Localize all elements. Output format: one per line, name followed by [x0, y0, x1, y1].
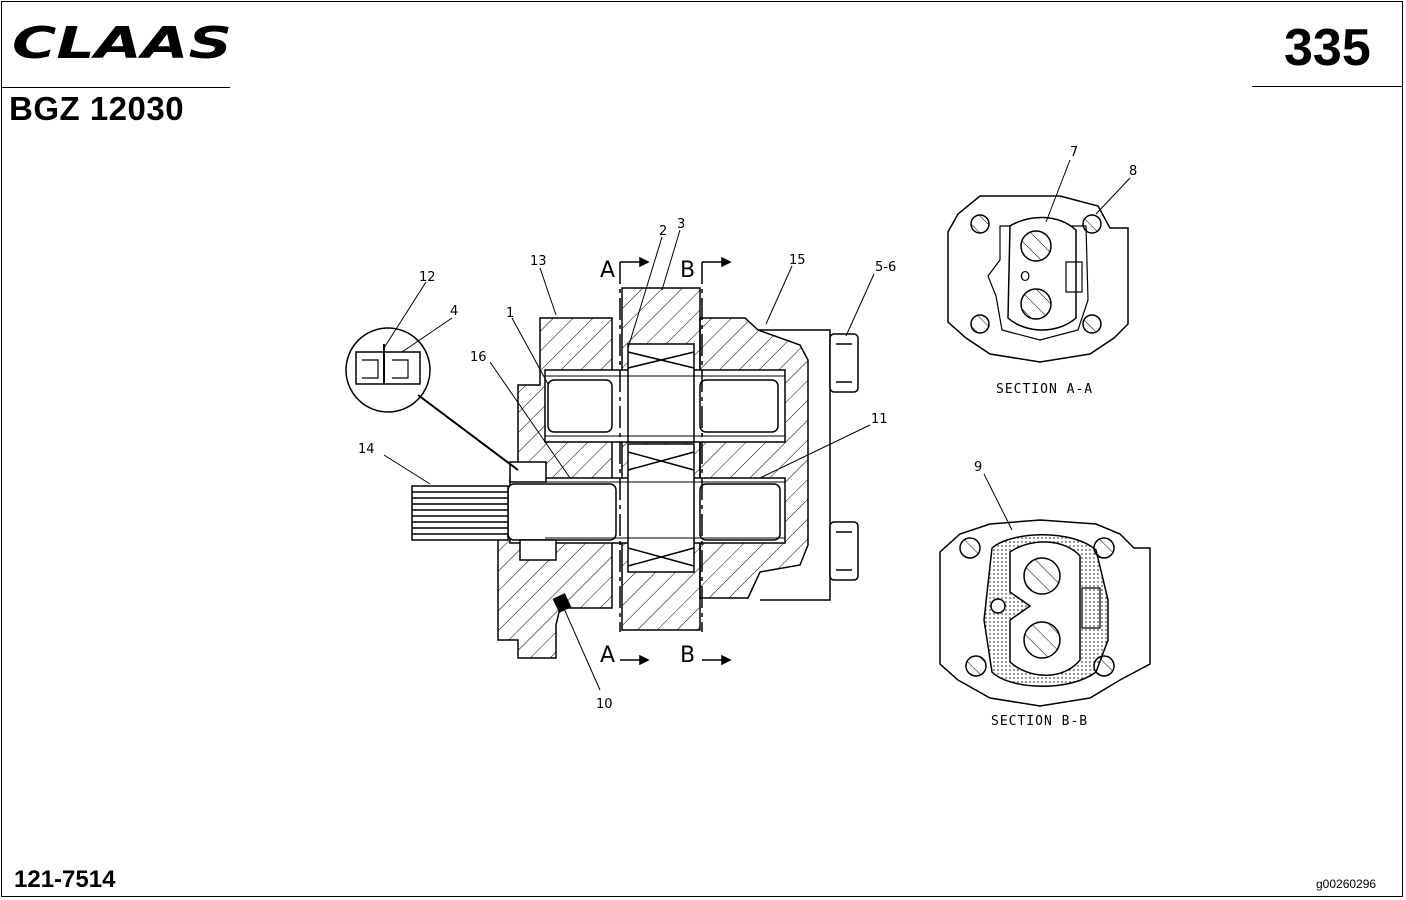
- rear-cover: [699, 317, 809, 599]
- leader-8: [1095, 177, 1131, 215]
- callout-16: 16: [470, 350, 487, 365]
- section-aa-caption: SECTION A-A: [996, 382, 1093, 397]
- rear-cover-outline: [758, 329, 831, 601]
- callout-15: 15: [789, 253, 806, 268]
- callout-13: 13: [530, 254, 547, 269]
- callout-8: 8: [1129, 164, 1137, 179]
- bolt-upper: [829, 333, 859, 393]
- drive-shaft: [507, 483, 617, 541]
- header-rule-right: [1252, 86, 1402, 87]
- callout-4: 4: [450, 304, 458, 319]
- claas-logo-text: CLAAS: [12, 22, 232, 64]
- image-id: g00260296: [1316, 877, 1377, 891]
- leader-7: [1045, 159, 1071, 223]
- callout-11: 11: [871, 412, 888, 427]
- header-rule-left: [2, 87, 230, 88]
- bolt-lower: [829, 521, 859, 581]
- upper-shaft-left: [547, 379, 613, 433]
- section-marker-a-top: A: [600, 258, 615, 283]
- part-number: 121-7514: [14, 866, 116, 893]
- callout-12: 12: [419, 270, 436, 285]
- main-cross-section: [411, 287, 859, 659]
- section-aa-view: [947, 195, 1129, 363]
- leader-9: [983, 473, 1013, 531]
- section-marker-a-bottom: A: [600, 643, 615, 668]
- section-cut-lines: [619, 256, 732, 666]
- callout-7: 7: [1070, 145, 1078, 160]
- callout-3: 3: [677, 217, 685, 232]
- upper-shaft-right: [699, 379, 779, 433]
- callout-1: 1: [506, 306, 514, 321]
- port-label-o: O: [1020, 270, 1030, 285]
- callout-10: 10: [596, 697, 613, 712]
- section-marker-b-top: B: [680, 258, 695, 283]
- section-bb-caption: SECTION B-B: [991, 714, 1088, 729]
- detail-view: [345, 327, 519, 471]
- page-number: 335: [1284, 19, 1371, 77]
- callout-2: 2: [659, 224, 667, 239]
- callout-5-6: 5-6: [875, 260, 896, 275]
- section-bb-view: [939, 519, 1151, 707]
- drive-shaft-rear: [699, 483, 781, 541]
- section-marker-b-bottom: B: [680, 643, 695, 668]
- callout-9: 9: [974, 460, 982, 475]
- claas-logo: CLAAS: [12, 22, 232, 64]
- seal-marker: [552, 593, 572, 613]
- callout-14: 14: [358, 442, 375, 457]
- splined-shaft: [411, 485, 509, 541]
- doc-code: BGZ 12030: [9, 90, 185, 127]
- leader-lines: [383, 229, 875, 691]
- lower-gear: [627, 443, 695, 573]
- upper-gear: [627, 343, 695, 443]
